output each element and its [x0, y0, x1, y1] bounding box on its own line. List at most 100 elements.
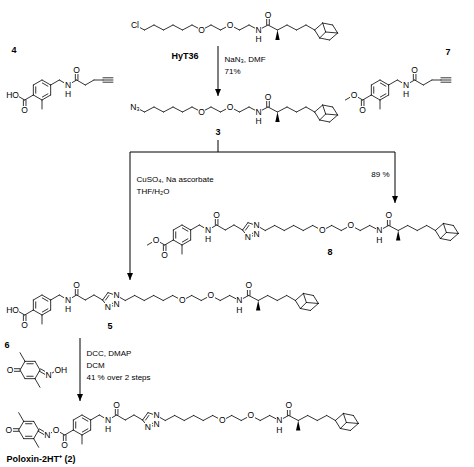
bond-line [300, 308, 310, 310]
atom-label: O [161, 251, 169, 260]
bond-line [315, 30, 320, 38]
bond-line [320, 32, 326, 38]
bond-line [333, 25, 338, 33]
bond-line [326, 114, 338, 115]
atom-label: N [244, 233, 251, 242]
bond-line [27, 376, 33, 377]
bond-line [194, 415, 204, 420]
bond-line [33, 310, 42, 315]
bond-line [335, 420, 340, 428]
bond-line [33, 95, 42, 100]
reagent-text: DCC, DMAP [86, 350, 132, 358]
arrow-head [77, 394, 83, 401]
bond-line [453, 225, 458, 233]
atom-label: H [64, 305, 71, 314]
bond-line [234, 225, 243, 230]
bond-line [323, 105, 326, 114]
bond-line [25, 436, 31, 437]
bond-line [203, 415, 213, 420]
bond-line [268, 295, 278, 300]
atom-label: N [113, 291, 120, 300]
atom-label: H [204, 235, 211, 244]
bond-line [389, 225, 399, 230]
bond-line [380, 95, 389, 100]
atom-label: O [73, 66, 81, 75]
atom-label: O [318, 226, 326, 235]
bond-line [35, 379, 40, 388]
bond-line [380, 80, 389, 85]
bond-line [145, 25, 155, 30]
atom-label: N [64, 81, 71, 90]
bond-line [85, 80, 94, 85]
bond-line [154, 25, 164, 30]
bond-line [20, 353, 25, 362]
bond-line [315, 105, 323, 112]
atom-label: H [236, 306, 243, 315]
bond-line [417, 225, 427, 230]
reagent-text: NaN₃, DMF [224, 56, 266, 64]
bond-line [77, 295, 86, 300]
bond-line [289, 415, 299, 420]
bond-line [389, 80, 398, 85]
bond-line [415, 80, 424, 85]
bond-line [182, 245, 183, 254]
atom-label: O [359, 106, 367, 115]
atom-label: O [178, 296, 186, 305]
bond-line [306, 302, 318, 303]
atom-label: O [350, 91, 358, 100]
atom-label: HO [6, 306, 20, 315]
bond-line [106, 295, 109, 300]
wedge-bond [296, 420, 300, 430]
reaction-arrow [395, 152, 396, 203]
atom-label: N [376, 226, 383, 235]
bond-line [371, 95, 380, 100]
bond-line [388, 85, 389, 95]
bond-line [42, 310, 51, 315]
reaction-arrow [218, 140, 219, 152]
bond-line [343, 413, 346, 422]
bond-line [277, 295, 287, 300]
bond-line [27, 363, 33, 364]
bond-line [240, 107, 250, 112]
bond-line [19, 430, 24, 439]
bond-line [211, 25, 221, 30]
bond-line [446, 232, 458, 233]
atom-label: O [21, 321, 29, 330]
bond-line [164, 107, 174, 112]
bond-line [265, 225, 275, 230]
bond-line [103, 80, 113, 81]
bond-line [427, 225, 436, 230]
bond-line [275, 225, 285, 230]
atom-label: O [226, 21, 234, 30]
bond-line [330, 115, 338, 122]
atom-label: N [402, 81, 409, 90]
compound-number: 8 [327, 248, 333, 257]
bond-line [340, 422, 346, 428]
bond-line [441, 82, 451, 83]
bond-line [182, 228, 188, 231]
bond-line [25, 310, 34, 315]
bond-line [217, 225, 226, 230]
bond-line [50, 300, 51, 310]
bond-line [34, 421, 39, 430]
bond-line [33, 295, 42, 300]
bond-line [340, 428, 350, 430]
bond-line [320, 114, 326, 120]
bond-line [303, 293, 313, 295]
bond-line [91, 415, 100, 420]
atom-label: O [213, 211, 221, 220]
bond-line [268, 107, 278, 112]
bond-line [163, 295, 173, 300]
bond-line [350, 423, 358, 430]
atom-label: N [45, 371, 52, 380]
bond-line [183, 25, 193, 30]
bond-line [363, 95, 372, 100]
yield-text: 41 % over 2 steps [86, 374, 151, 382]
atom-label: O [207, 291, 215, 300]
bond-line [19, 421, 24, 430]
bond-line [82, 435, 83, 444]
atom-label: N [253, 221, 260, 230]
atom-label: N [153, 420, 160, 429]
atom-label: Cl [130, 21, 139, 30]
compound-number: 5 [107, 322, 113, 331]
